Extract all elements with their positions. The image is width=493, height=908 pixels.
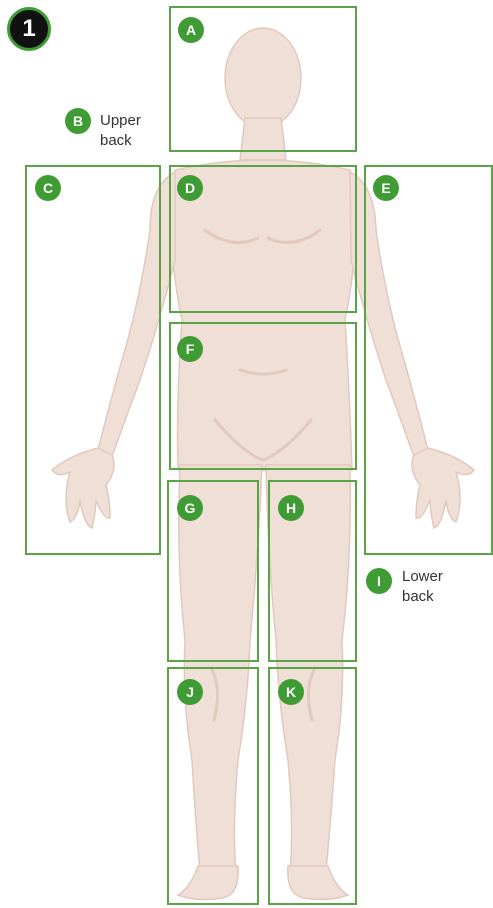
region-k-right-lower-leg[interactable]: K — [268, 667, 357, 905]
region-i-badge: I — [366, 568, 392, 594]
region-b-badge: B — [65, 108, 91, 134]
region-d-badge: D — [177, 175, 203, 201]
region-e-badge: E — [373, 175, 399, 201]
region-b-label: Upper back — [100, 111, 141, 151]
region-a-head[interactable]: A — [169, 6, 357, 152]
region-k-badge: K — [278, 679, 304, 705]
region-i-label: Lower back — [402, 567, 443, 607]
region-c-badge: C — [35, 175, 61, 201]
region-i-label-line1: Lower — [402, 567, 443, 587]
region-e-right-arm[interactable]: E — [364, 165, 493, 555]
region-a-badge: A — [178, 17, 204, 43]
region-j-left-lower-leg[interactable]: J — [167, 667, 259, 905]
region-g-left-thigh[interactable]: G — [167, 480, 259, 662]
region-f-badge: F — [177, 336, 203, 362]
region-d-chest[interactable]: D — [169, 165, 357, 313]
region-i-label-line2: back — [402, 587, 443, 607]
region-g-badge: G — [177, 495, 203, 521]
step-number-badge: 1 — [7, 7, 51, 51]
region-b-label-line2: back — [100, 131, 141, 151]
region-f-abdomen[interactable]: F — [169, 322, 357, 470]
region-c-left-arm[interactable]: C — [25, 165, 161, 555]
region-h-right-thigh[interactable]: H — [268, 480, 357, 662]
region-j-badge: J — [177, 679, 203, 705]
region-h-badge: H — [278, 495, 304, 521]
region-b-label-line1: Upper — [100, 111, 141, 131]
